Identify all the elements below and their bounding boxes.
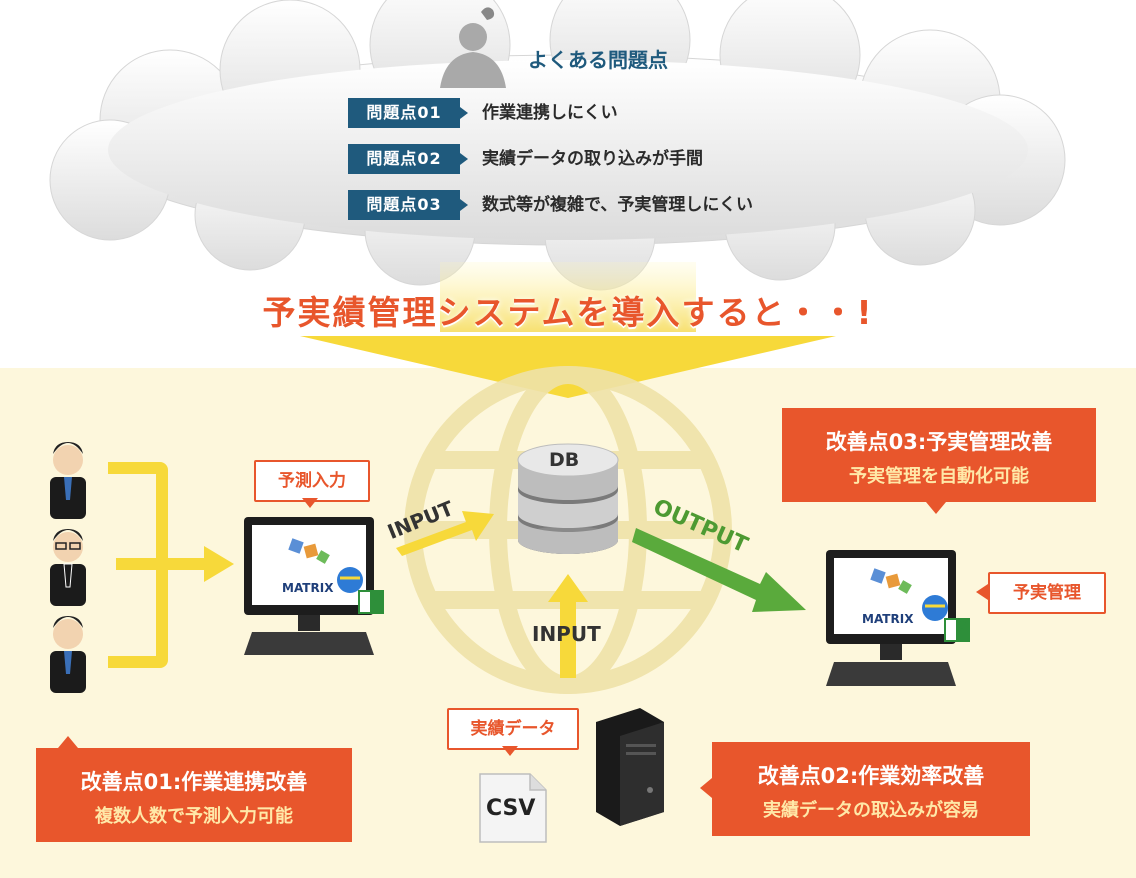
forecast-input-callout: 予測入力: [254, 460, 370, 502]
box-pointer: [58, 736, 78, 748]
person-icon-1: [50, 442, 86, 519]
matrix-label-left: MATRIX: [282, 581, 334, 595]
box-pointer: [700, 778, 712, 798]
output-arrow: [632, 528, 806, 612]
computer-right-icon: [826, 550, 970, 686]
problem-tag-03: 問題点03: [348, 190, 468, 220]
problem-tag-02: 問題点02: [348, 144, 468, 174]
merge-arrow: [108, 462, 234, 668]
improvement-03-subtitle: 予実管理を自動化可能: [849, 466, 1029, 487]
box-pointer: [926, 502, 946, 514]
improvement-01: 改善点01:作業連携改善 複数人数で予測入力可能: [36, 748, 352, 842]
person-icon-2: [50, 529, 86, 606]
budget-management-callout: 予実管理: [988, 572, 1106, 614]
improvement-02: 改善点02:作業効率改善 実績データの取込みが容易: [712, 742, 1030, 836]
actual-data-callout: 実績データ: [447, 708, 579, 750]
improvement-02-title: 改善点02:作業効率改善: [757, 764, 985, 788]
matrix-label-right: MATRIX: [862, 612, 914, 626]
problem-text-01: 作業連携しにくい: [482, 103, 618, 123]
computer-left-icon: [244, 517, 384, 655]
person-icon-3: [50, 616, 86, 693]
input-arrow-bottom: [548, 574, 588, 678]
database-icon: [517, 443, 619, 554]
excel-letter-left: X: [371, 592, 382, 607]
headline: 予実績管理システムを導入すると・・!: [262, 293, 874, 332]
callout-pointer: [302, 498, 318, 508]
problem-tag-01: 問題点01: [348, 98, 468, 128]
improvement-01-subtitle: 複数人数で予測入力可能: [95, 806, 293, 827]
thinking-person-icon: [440, 7, 506, 88]
problem-text-02: 実績データの取り込みが手間: [482, 149, 703, 169]
improvement-02-subtitle: 実績データの取込みが容易: [763, 800, 979, 821]
db-label: DB: [549, 449, 580, 471]
problem-text-03: 数式等が複雑で、予実管理しにくい: [482, 195, 753, 215]
improvement-03: 改善点03:予実管理改善 予実管理を自動化可能: [782, 408, 1096, 502]
callout-pointer: [976, 584, 988, 600]
input-label-bottom: INPUT: [532, 622, 601, 646]
improvement-01-title: 改善点01:作業連携改善: [80, 770, 308, 794]
server-icon: [596, 708, 664, 826]
excel-letter-right: X: [957, 620, 968, 635]
csv-label: CSV: [486, 796, 536, 821]
input-arrow-left: [396, 511, 494, 556]
callout-pointer: [502, 746, 518, 756]
problems-title: よくある問題点: [528, 48, 668, 72]
csv-file-icon: [479, 773, 547, 843]
improvement-03-title: 改善点03:予実管理改善: [825, 430, 1053, 454]
